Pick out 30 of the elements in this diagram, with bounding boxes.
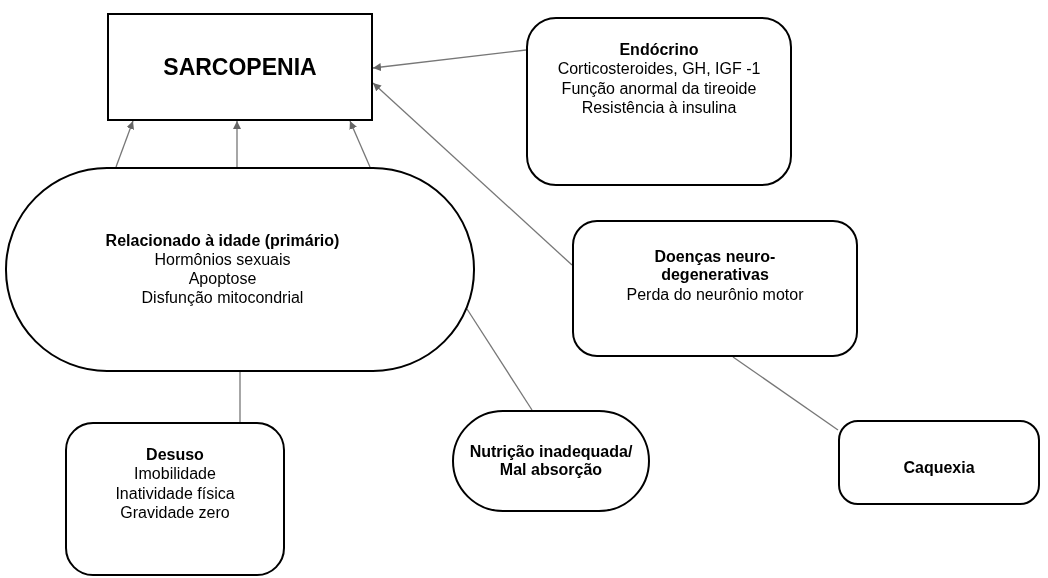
arrow (115, 120, 134, 168)
connector-line (732, 356, 839, 431)
arrow (349, 120, 371, 168)
node-heading: Endócrino (619, 41, 699, 60)
node-text: Hormônios sexuais (154, 249, 291, 270)
node-heading: SARCOPENIA (163, 53, 317, 81)
rounded-box (65, 422, 285, 576)
node-text: Resistência à insulina (581, 97, 737, 117)
node-text: Imobilidade (134, 464, 216, 484)
connector-line (466, 308, 533, 411)
node-heading: Caquexia (903, 459, 975, 478)
rounded-box (526, 17, 792, 186)
node-text: Disfunção mitocondrial (141, 288, 304, 308)
node-heading: Relacionado à idade (primário) (105, 231, 340, 250)
rounded-box (572, 220, 858, 357)
node-text: Função anormal da tireoide (561, 78, 757, 98)
node-text: Inatividade física (115, 483, 235, 503)
arrow (372, 49, 527, 72)
node-text: Corticosteroides, GH, IGF -1 (557, 59, 761, 79)
connector-line (239, 371, 241, 423)
arrow (372, 82, 573, 266)
node-heading: Doenças neuro- degenerativas (653, 248, 777, 285)
node-text: Apoptose (188, 269, 257, 289)
node-heading: Nutrição inadequada/ Mal absorção (468, 442, 634, 480)
arrow (233, 120, 241, 168)
node-heading: Desuso (146, 446, 204, 465)
node-text: Perda do neurônio motor (626, 284, 804, 304)
node-text: Gravidade zero (120, 502, 230, 522)
rounded-box (838, 420, 1040, 505)
process-box (107, 13, 373, 121)
